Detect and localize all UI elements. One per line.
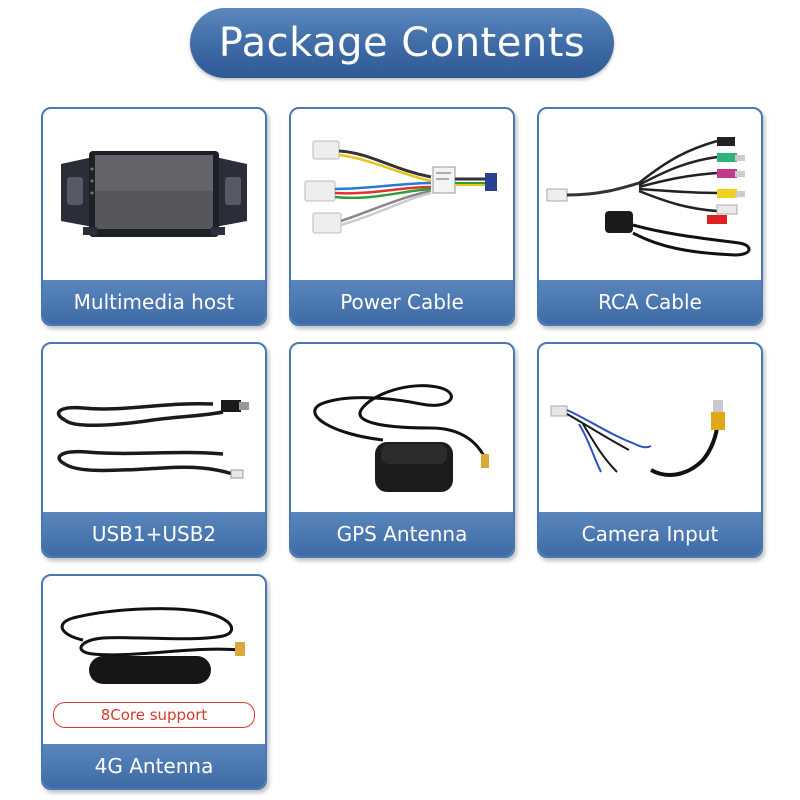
item-label: Camera Input [581,522,719,546]
item-4g-antenna: 8Core support 4G Antenna [41,574,267,790]
multimedia-host-image [43,109,265,279]
item-rca-cable: RCA Cable [537,107,763,326]
rca-cable-image [539,109,761,279]
item-label: RCA Cable [598,290,702,314]
page-title: Package Contents [218,20,586,66]
item-label-bar: 4G Antenna [43,744,265,788]
item-gps-antenna: GPS Antenna [289,342,515,558]
feature-badge: 8Core support [53,702,255,728]
item-label-bar: GPS Antenna [291,512,513,556]
item-label-bar: USB1+USB2 [43,512,265,556]
page-title-banner: Package Contents [190,8,614,78]
item-label-bar: Multimedia host [43,280,265,324]
item-label: Power Cable [340,290,464,314]
item-label: Multimedia host [73,290,235,314]
item-label: GPS Antenna [336,522,468,546]
gps-antenna-image [291,344,513,514]
item-multimedia-host: Multimedia host [41,107,267,326]
power-cable-image [291,109,513,279]
item-label-bar: Power Cable [291,280,513,324]
4g-antenna-image [43,576,265,746]
item-camera-input: Camera Input [537,342,763,558]
item-label-bar: RCA Cable [539,280,761,324]
item-label: USB1+USB2 [91,522,217,546]
item-usb-cables: USB1+USB2 [41,342,267,558]
item-power-cable: Power Cable [289,107,515,326]
item-label-bar: Camera Input [539,512,761,556]
feature-badge-text: 8Core support [100,706,208,724]
usb-cables-image [43,344,265,514]
item-label: 4G Antenna [94,754,214,778]
camera-input-image [539,344,761,514]
